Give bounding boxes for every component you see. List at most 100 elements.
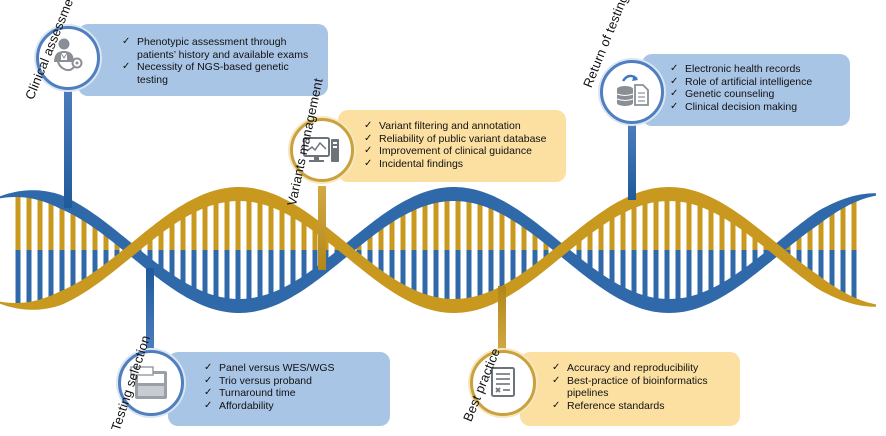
base-pair-rung — [422, 250, 428, 302]
base-pair-rung — [477, 198, 483, 250]
base-pair-rung — [213, 197, 219, 250]
base-pair-rung — [653, 195, 659, 250]
base-pair-rung — [37, 250, 43, 305]
return-items: Electronic health records Role of artifi… — [670, 63, 842, 113]
base-pair-rung — [796, 250, 802, 269]
checklist-document-icon — [491, 367, 515, 397]
base-pair-rung — [37, 195, 43, 250]
testing-items: Panel versus WES/WGS Trio versus proband… — [204, 362, 382, 412]
testing-item: Panel versus WES/WGS — [204, 362, 382, 375]
base-pair-rung — [301, 250, 307, 283]
doctor-stethoscope-icon — [54, 38, 83, 72]
base-pair-rung — [466, 250, 472, 305]
base-pair-rung — [15, 194, 21, 250]
base-pair-rung — [741, 224, 747, 250]
base-pair-rung — [642, 197, 648, 250]
base-pair-rung — [829, 209, 835, 250]
base-pair-rung — [323, 250, 329, 267]
base-pair-rung — [675, 250, 681, 306]
variants-stem — [318, 186, 326, 270]
best-item: Reference standards — [552, 400, 732, 413]
base-pair-rung — [422, 198, 428, 250]
clinical-circle — [36, 26, 100, 90]
base-pair-rung — [653, 250, 659, 305]
base-pair-rung — [235, 194, 241, 250]
base-pair-rung — [730, 250, 736, 284]
base-pair-rung — [279, 204, 285, 250]
clinical-items: Phenotypic assessment through patients’ … — [122, 36, 318, 86]
base-pair-rung — [444, 194, 450, 250]
base-pair-rung — [70, 250, 76, 293]
base-pair-rung — [620, 250, 626, 294]
variants-item: Incidental findings — [364, 158, 558, 171]
base-pair-rung — [609, 212, 615, 250]
base-pair-rung — [587, 250, 593, 273]
base-pair-rung — [400, 250, 406, 292]
base-pair-rung — [202, 200, 208, 250]
base-pair-rung — [521, 250, 527, 280]
base-pair-rung — [59, 250, 65, 298]
base-pair-rung — [466, 195, 472, 250]
base-pair-rung — [433, 195, 439, 250]
base-pair-rung — [312, 225, 318, 250]
base-pair-rung — [279, 250, 285, 296]
testing-stem — [146, 268, 154, 354]
base-pair-rung — [169, 218, 175, 250]
base-pair-rung — [499, 207, 505, 250]
base-pair-rung — [202, 250, 208, 300]
base-pair-rung — [488, 250, 494, 298]
base-pair-rung — [686, 250, 692, 304]
base-pair-rung — [92, 250, 98, 279]
base-pair-rung — [70, 207, 76, 250]
base-pair-rung — [708, 250, 714, 296]
testing-item: Affordability — [204, 400, 382, 413]
base-pair-rung — [246, 194, 252, 250]
base-pair-rung — [257, 250, 263, 304]
base-pair-rung — [521, 220, 527, 250]
base-pair-rung — [268, 250, 274, 300]
base-pair-rung — [433, 250, 439, 305]
base-pair-rung — [246, 250, 252, 306]
base-pair-rung — [598, 250, 604, 281]
best-circle — [470, 350, 536, 416]
base-pair-rung — [180, 211, 186, 250]
base-pair-rung — [455, 194, 461, 250]
base-pair-rung — [147, 235, 153, 250]
base-pair-rung — [477, 250, 483, 302]
variants-item: Reliability of public variant database — [364, 133, 558, 146]
base-pair-rung — [631, 201, 637, 250]
variants-circle — [290, 118, 354, 182]
variants-item: Variant filtering and annotation — [364, 120, 558, 133]
testing-item: Turnaround time — [204, 387, 382, 400]
base-pair-rung — [26, 194, 32, 250]
base-pair-rung — [367, 231, 373, 250]
base-pair-rung — [532, 228, 538, 250]
clinical-item: Necessity of NGS-based genetic testing — [122, 61, 318, 86]
base-pair-rung — [81, 214, 87, 250]
best-box: Accuracy and reproducibility Best-practi… — [520, 352, 740, 426]
base-pair-rung — [400, 208, 406, 250]
base-pair-rung — [213, 250, 219, 303]
base-pair-rung — [147, 250, 153, 265]
base-pair-rung — [631, 250, 637, 299]
base-pair-rung — [323, 233, 329, 250]
base-pair-rung — [158, 226, 164, 250]
return-item: Clinical decision making — [670, 101, 842, 114]
testing-box: Panel versus WES/WGS Trio versus proband… — [168, 352, 390, 426]
base-pair-rung — [499, 250, 505, 293]
base-pair-rung — [697, 199, 703, 250]
base-pair-rung — [411, 203, 417, 250]
base-pair-rung — [807, 223, 813, 250]
return-item: Role of artificial intelligence — [670, 76, 842, 89]
base-pair-rung — [510, 213, 516, 250]
base-pair-rung — [576, 250, 582, 265]
base-pair-rung — [301, 217, 307, 250]
base-pair-rung — [169, 250, 175, 282]
base-pair-rung — [620, 206, 626, 250]
base-pair-rung — [807, 250, 813, 277]
base-pair-rung — [532, 250, 538, 272]
base-pair-rung — [708, 204, 714, 250]
return-item: Electronic health records — [670, 63, 842, 76]
testing-circle — [118, 350, 184, 416]
